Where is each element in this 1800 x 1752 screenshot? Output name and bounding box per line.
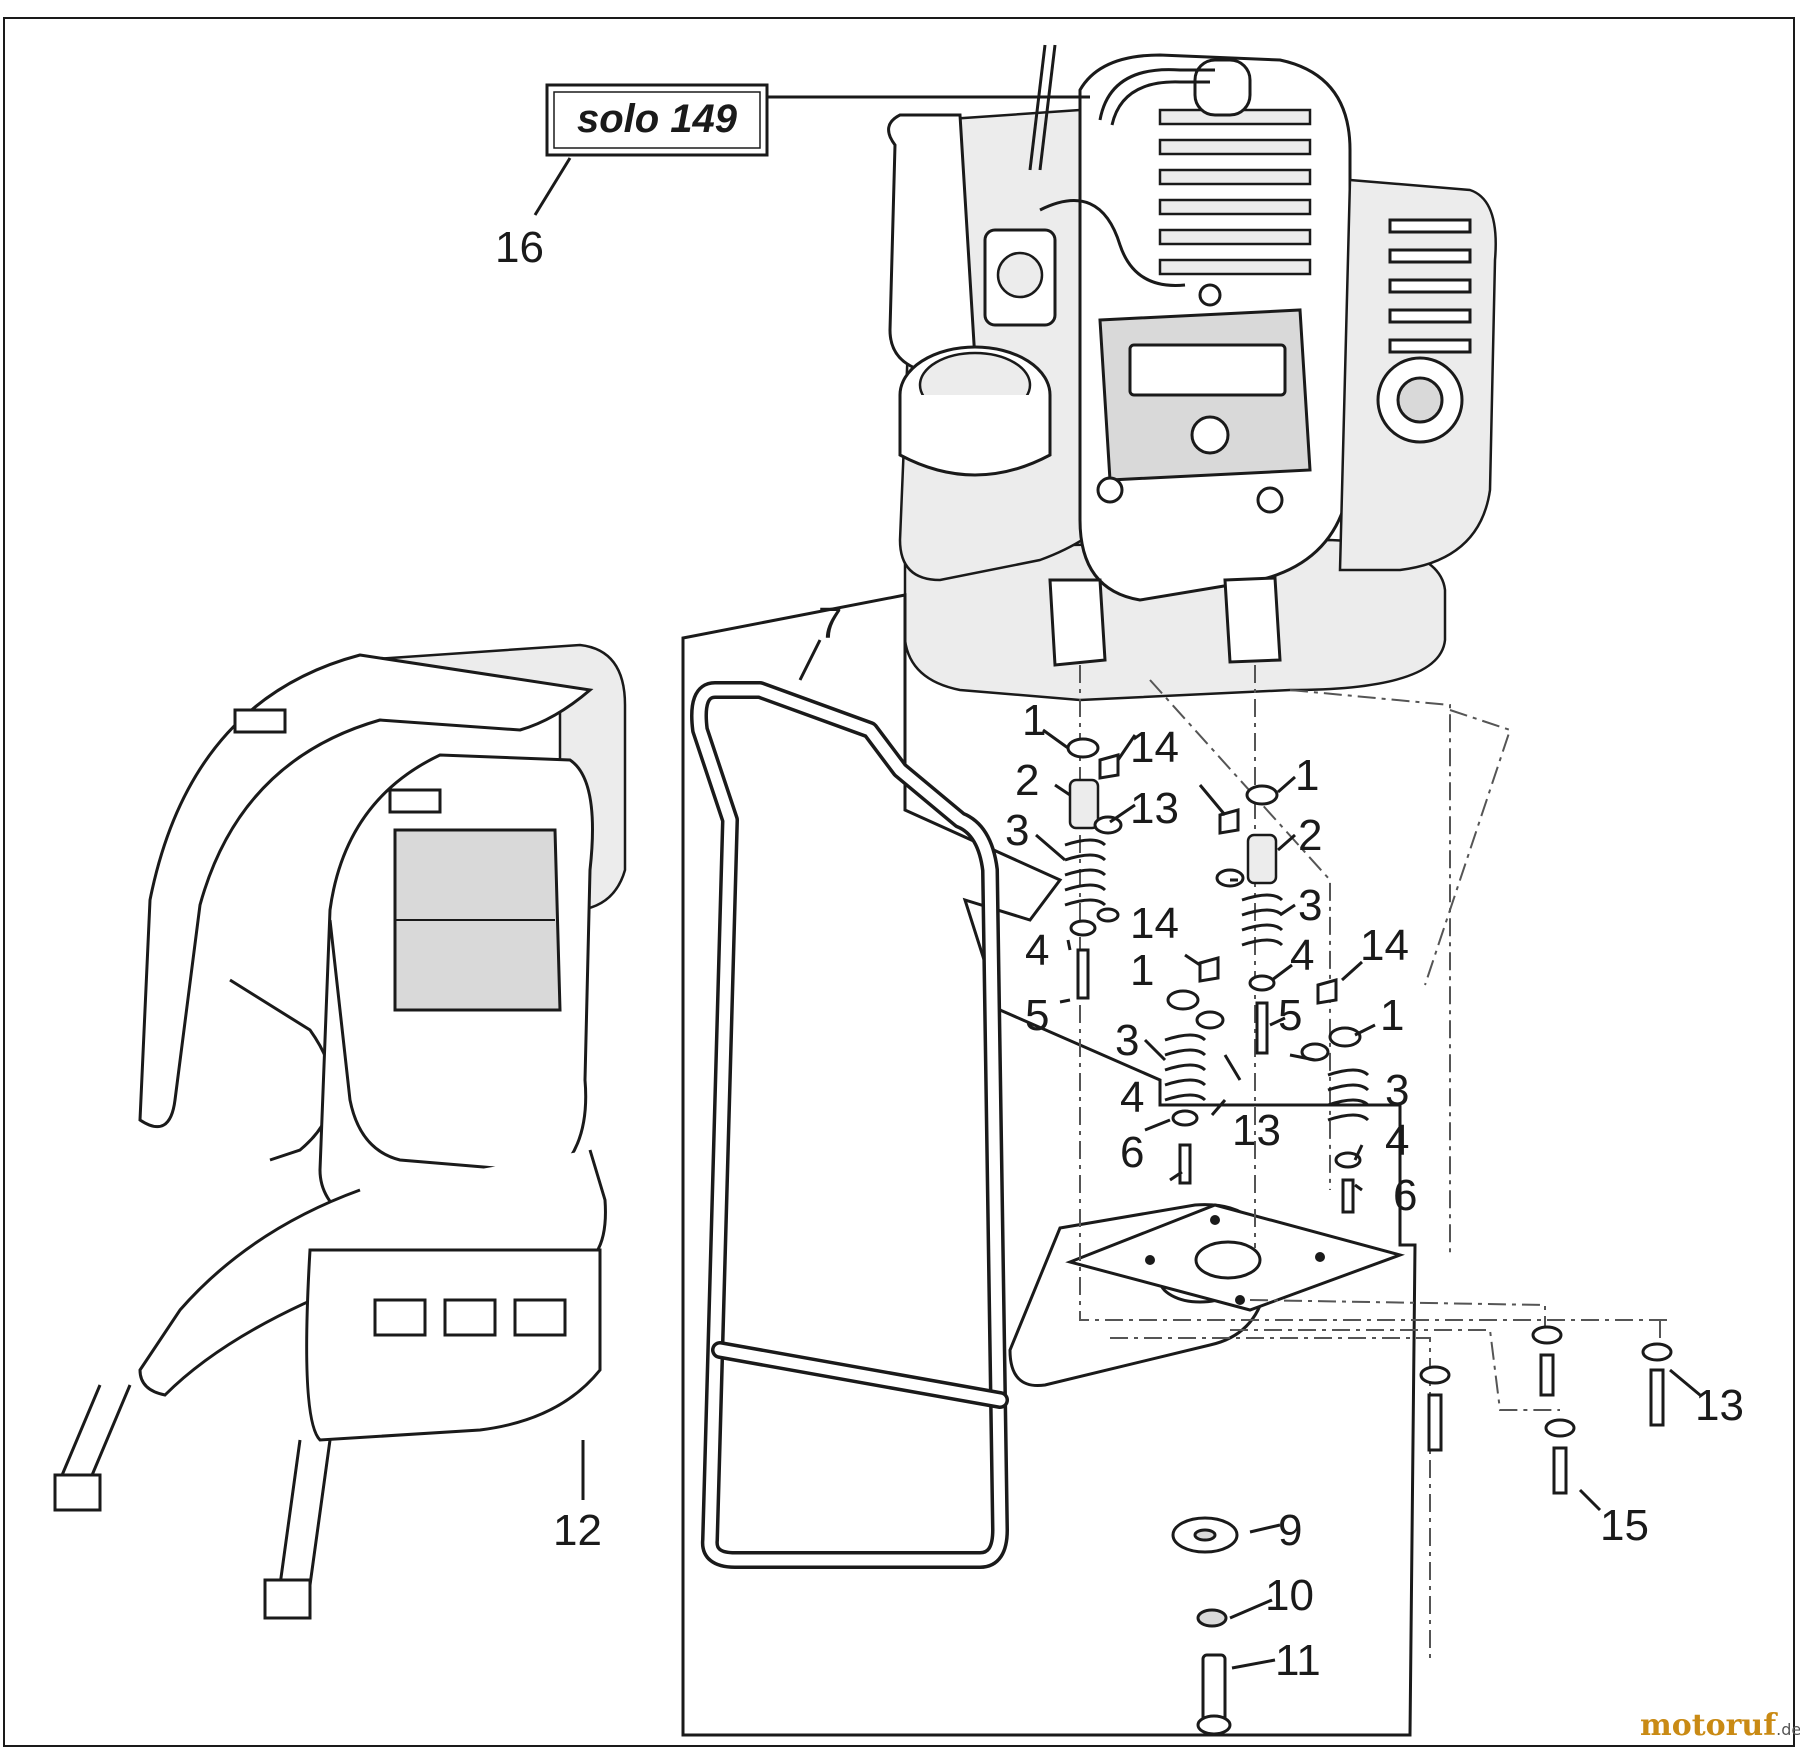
callout-numbers: 16 7 12 1 14 2 13 3 1 2 3 14 4 5 14 4 1 … bbox=[495, 223, 1744, 1685]
mount-bolt-left bbox=[1096, 476, 1124, 504]
mount-foot-right bbox=[1223, 576, 1282, 664]
callout-14: 14 bbox=[1130, 899, 1179, 948]
callout-5: 5 bbox=[1025, 991, 1049, 1040]
model-label-text: solo 149 bbox=[577, 97, 738, 141]
callout-5: 5 bbox=[1278, 991, 1302, 1040]
callout-12: 12 bbox=[553, 1506, 602, 1555]
assembly-guide-lines bbox=[1079, 665, 1670, 1660]
page-frame bbox=[3, 17, 1795, 1747]
mount-bolt-right bbox=[1256, 486, 1284, 514]
watermark-main: motoruf bbox=[1640, 1708, 1778, 1743]
brand-plate bbox=[1128, 343, 1287, 397]
callout-14: 14 bbox=[1360, 921, 1409, 970]
strap-buckle-left bbox=[53, 1473, 102, 1512]
callout-3: 3 bbox=[1115, 1016, 1139, 1065]
cooling-fins bbox=[1158, 108, 1312, 276]
callout-1: 1 bbox=[1380, 991, 1404, 1040]
callout-16: 16 bbox=[495, 223, 544, 272]
callout-11: 11 bbox=[1275, 1636, 1321, 1685]
callout-3: 3 bbox=[1298, 881, 1322, 930]
callout-15: 15 bbox=[1600, 1501, 1649, 1550]
callout-13: 13 bbox=[1695, 1381, 1744, 1430]
callout-4: 4 bbox=[1025, 926, 1049, 975]
callout-2: 2 bbox=[1298, 811, 1322, 860]
throttle-rod bbox=[1028, 44, 1047, 171]
model-label: solo 149 bbox=[533, 83, 1090, 216]
callout-6: 6 bbox=[1393, 1171, 1417, 1220]
center-bolt-kit bbox=[1171, 1516, 1239, 1736]
watermark-suffix: .de bbox=[1776, 1720, 1800, 1739]
back-harness bbox=[53, 643, 627, 1620]
callout-13: 13 bbox=[1130, 784, 1179, 833]
starter-slots bbox=[1388, 218, 1472, 354]
damper-set-b bbox=[1215, 784, 1284, 1055]
spark-plug-cap bbox=[1193, 58, 1252, 117]
damper-set-a bbox=[1064, 737, 1123, 1000]
callout-14: 14 bbox=[1130, 723, 1179, 772]
damper-set-c bbox=[1164, 956, 1225, 1185]
callout-10: 10 bbox=[1265, 1571, 1314, 1620]
frame-screws bbox=[1419, 1325, 1673, 1495]
mount-foot-left bbox=[1048, 578, 1107, 667]
callout-13: 13 bbox=[1232, 1106, 1281, 1155]
callout-9: 9 bbox=[1278, 1506, 1302, 1555]
damper-set-d bbox=[1300, 978, 1370, 1214]
callout-4: 4 bbox=[1290, 931, 1314, 980]
svg-text:motoruf.de: motoruf.de bbox=[1640, 1708, 1800, 1743]
leader-lines bbox=[1035, 728, 1701, 1670]
callout-7: 7 bbox=[818, 599, 842, 648]
brand-emblem bbox=[1190, 415, 1230, 455]
callout-4: 4 bbox=[1385, 1116, 1409, 1165]
engine-unit bbox=[887, 44, 1497, 702]
callout-1: 1 bbox=[1295, 751, 1319, 800]
callout-4: 4 bbox=[1120, 1073, 1144, 1122]
callout-3: 3 bbox=[1385, 1066, 1409, 1115]
callout-1: 1 bbox=[1022, 696, 1046, 745]
watermark: motoruf.de bbox=[1640, 1708, 1800, 1743]
strap-buckle-right bbox=[263, 1578, 312, 1620]
callout-2: 2 bbox=[1015, 756, 1039, 805]
callout-3: 3 bbox=[1005, 806, 1029, 855]
anti-vibration-gasket bbox=[1065, 1203, 1405, 1312]
callout-6: 6 bbox=[1120, 1128, 1144, 1177]
callout-1: 1 bbox=[1130, 946, 1154, 995]
